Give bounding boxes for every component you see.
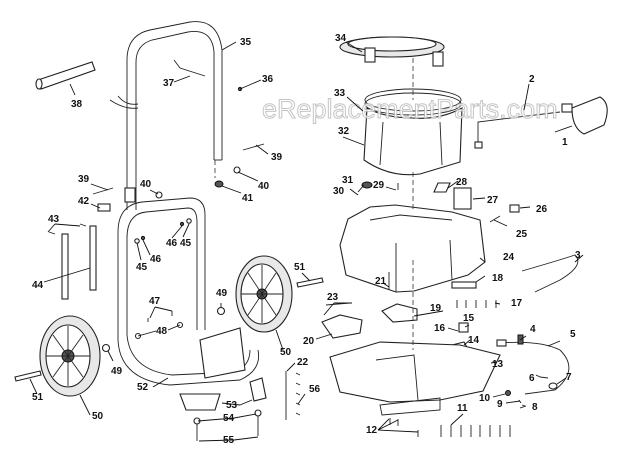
callout-3: 3 bbox=[575, 250, 581, 261]
callout-38: 38 bbox=[71, 99, 83, 110]
part-grip bbox=[35, 61, 96, 90]
part-base bbox=[329, 341, 501, 416]
callout-42: 42 bbox=[78, 196, 90, 207]
callout-13: 13 bbox=[492, 359, 504, 370]
part-hook bbox=[173, 59, 206, 77]
callout-8: 8 bbox=[532, 402, 538, 413]
part-axle bbox=[296, 277, 324, 288]
callout-46-left: 46 bbox=[150, 254, 162, 265]
callout-5: 5 bbox=[570, 329, 576, 340]
callout-40-left: 40 bbox=[140, 179, 152, 190]
callout-25: 25 bbox=[516, 229, 528, 240]
part-washer bbox=[233, 166, 241, 174]
callout-10: 10 bbox=[479, 393, 491, 404]
callout-47: 47 bbox=[149, 296, 161, 307]
callout-33: 33 bbox=[334, 88, 346, 99]
callout-31: 31 bbox=[342, 175, 354, 186]
callout-23: 23 bbox=[327, 292, 339, 303]
part-plate bbox=[451, 281, 477, 289]
callout-28: 28 bbox=[456, 177, 468, 188]
callout-labels: 1 2 3 4 5 6 7 8 9 10 11 12 13 14 15 16 1… bbox=[32, 33, 581, 446]
callout-18: 18 bbox=[492, 273, 504, 284]
callout-24: 24 bbox=[503, 252, 515, 263]
part-bolt bbox=[92, 187, 114, 195]
callout-46-right: 46 bbox=[166, 238, 178, 249]
callout-9: 9 bbox=[497, 399, 503, 410]
callout-29: 29 bbox=[373, 180, 385, 191]
callout-1: 1 bbox=[562, 137, 568, 148]
part-label bbox=[453, 187, 472, 210]
callout-12: 12 bbox=[366, 425, 378, 436]
callout-45-right: 45 bbox=[180, 238, 192, 249]
callout-30: 30 bbox=[333, 186, 345, 197]
part-straps bbox=[61, 225, 97, 300]
part-wand bbox=[477, 111, 561, 147]
watermark: eReplacementParts.com bbox=[262, 94, 558, 124]
callout-19: 19 bbox=[430, 303, 442, 314]
part-knob bbox=[214, 180, 224, 188]
callout-6: 6 bbox=[529, 373, 535, 384]
callout-49-left: 49 bbox=[111, 366, 123, 377]
callout-53: 53 bbox=[226, 400, 238, 411]
part-spray-gun bbox=[561, 96, 608, 135]
callout-50-left: 50 bbox=[92, 411, 104, 422]
part-axle bbox=[14, 370, 42, 382]
callout-26: 26 bbox=[536, 204, 548, 215]
callout-27: 27 bbox=[487, 195, 499, 206]
callout-32: 32 bbox=[338, 126, 350, 137]
callout-21: 21 bbox=[375, 276, 387, 287]
callout-55: 55 bbox=[223, 435, 235, 446]
part-screws bbox=[285, 371, 301, 420]
callout-36: 36 bbox=[262, 74, 274, 85]
callout-41: 41 bbox=[242, 193, 254, 204]
part-wheel-right bbox=[235, 255, 293, 333]
callout-56: 56 bbox=[309, 384, 321, 395]
callout-49-right: 49 bbox=[216, 288, 228, 299]
callout-40-right: 40 bbox=[258, 181, 270, 192]
callout-54: 54 bbox=[223, 413, 235, 424]
callout-45-left: 45 bbox=[136, 262, 148, 273]
part-lid bbox=[339, 36, 445, 67]
callout-34: 34 bbox=[335, 33, 347, 44]
callout-4: 4 bbox=[530, 324, 536, 335]
part-label bbox=[433, 182, 451, 193]
part-handle bbox=[109, 21, 223, 210]
callout-44: 44 bbox=[32, 280, 44, 291]
part-washer bbox=[155, 191, 163, 199]
part-foot bbox=[179, 393, 221, 411]
callout-2: 2 bbox=[529, 74, 535, 85]
part-bolt bbox=[242, 143, 265, 151]
callout-39-left: 39 bbox=[78, 174, 90, 185]
part-hose-cover bbox=[321, 314, 363, 339]
callout-35: 35 bbox=[240, 37, 252, 48]
callout-22: 22 bbox=[297, 357, 309, 368]
callout-37: 37 bbox=[163, 78, 175, 89]
callout-14: 14 bbox=[468, 335, 480, 346]
part-power-cord bbox=[499, 341, 570, 395]
part-wheel-left bbox=[39, 315, 101, 397]
callout-48: 48 bbox=[156, 326, 168, 337]
callout-52: 52 bbox=[137, 382, 149, 393]
callout-7: 7 bbox=[566, 372, 572, 383]
part-frame bbox=[117, 197, 260, 386]
callout-17: 17 bbox=[511, 298, 523, 309]
part-bracket bbox=[381, 303, 418, 323]
callout-51-left: 51 bbox=[32, 392, 44, 403]
callout-15: 15 bbox=[463, 313, 475, 324]
callout-51-right: 51 bbox=[294, 262, 306, 273]
callout-11: 11 bbox=[457, 403, 468, 414]
part-hose bbox=[521, 254, 579, 293]
callout-16: 16 bbox=[434, 323, 446, 334]
callout-50-right: 50 bbox=[280, 347, 292, 358]
part-housing bbox=[339, 204, 486, 293]
callout-43: 43 bbox=[48, 214, 60, 225]
callout-39-right: 39 bbox=[271, 152, 283, 163]
callout-20: 20 bbox=[303, 336, 315, 347]
